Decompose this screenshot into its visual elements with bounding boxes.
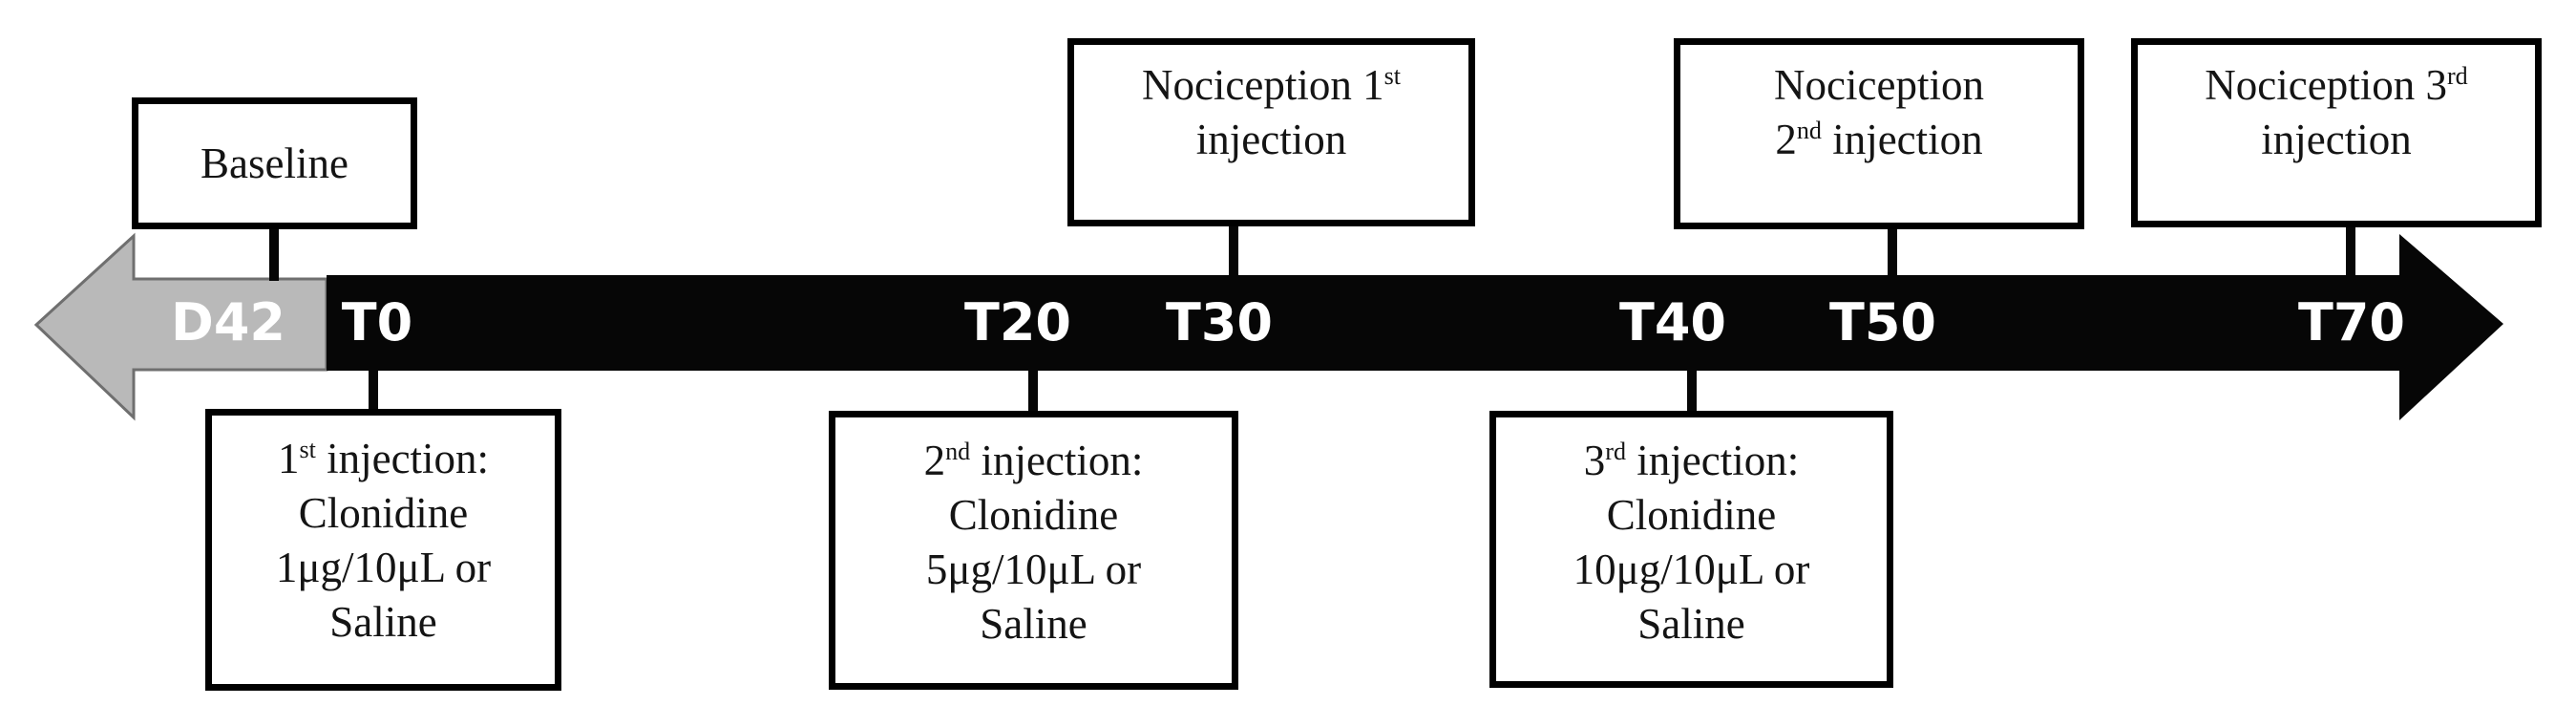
injection-1-line4: Saline <box>329 598 437 646</box>
injection-3-line4: Saline <box>1637 600 1745 648</box>
injection-2-line1: 2nd injection: <box>923 437 1144 484</box>
nociception-1-line1: Nociception 1st <box>1141 61 1402 109</box>
connector-nociception-2 <box>1888 225 1897 277</box>
injection-2-line3: 5μg/10μL or <box>925 545 1142 593</box>
nociception-2-line1: Nociception <box>1774 61 1984 109</box>
tick-label-t50: T50 <box>1829 292 1936 353</box>
baseline-box: Baseline <box>132 97 417 229</box>
tick-label-t30: T30 <box>1166 292 1273 353</box>
nociception-2-box: Nociception 2nd injection <box>1674 38 2084 229</box>
connector-nociception-1 <box>1229 223 1238 277</box>
injection-1-line2: Clonidine <box>298 489 469 537</box>
connector-injection-1 <box>369 369 378 413</box>
nociception-1-box: Nociception 1st injection <box>1067 38 1475 226</box>
injection-2-line2: Clonidine <box>948 491 1119 539</box>
tick-label-t0: T0 <box>341 292 413 353</box>
injection-3-line3: 10μg/10μL or <box>1573 545 1810 593</box>
injection-3-line2: Clonidine <box>1606 491 1777 539</box>
injection-1-line3: 1μg/10μL or <box>275 544 492 591</box>
connector-injection-2 <box>1028 369 1038 415</box>
injection-3-box: 3rd injection: Clonidine 10μg/10μL or Sa… <box>1489 411 1893 688</box>
tick-label-t70: T70 <box>2298 292 2405 353</box>
nociception-2-line2: 2nd injection <box>1775 116 1983 163</box>
injection-2-line4: Saline <box>980 600 1087 648</box>
tick-label-t20: T20 <box>964 292 1071 353</box>
nociception-3-line1: Nociception 3rd <box>2205 61 2468 109</box>
nociception-1-line2: injection <box>1195 116 1347 163</box>
injection-3-line1: 3rd injection: <box>1583 437 1800 484</box>
tick-label-d42: D42 <box>171 292 285 353</box>
nociception-3-line2: injection <box>2261 116 2412 163</box>
connector-baseline <box>269 225 279 281</box>
injection-1-box: 1st injection: Clonidine 1μg/10μL or Sal… <box>205 409 561 691</box>
injection-2-box: 2nd injection: Clonidine 5μg/10μL or Sal… <box>829 411 1238 690</box>
connector-injection-3 <box>1687 369 1697 415</box>
injection-1-line1: 1st injection: <box>277 435 490 482</box>
baseline-label: Baseline <box>201 139 348 187</box>
connector-nociception-3 <box>2346 224 2355 277</box>
timeline-forward-arrow <box>327 234 2503 420</box>
tick-label-t40: T40 <box>1619 292 1726 353</box>
nociception-3-box: Nociception 3rd injection <box>2131 38 2542 227</box>
